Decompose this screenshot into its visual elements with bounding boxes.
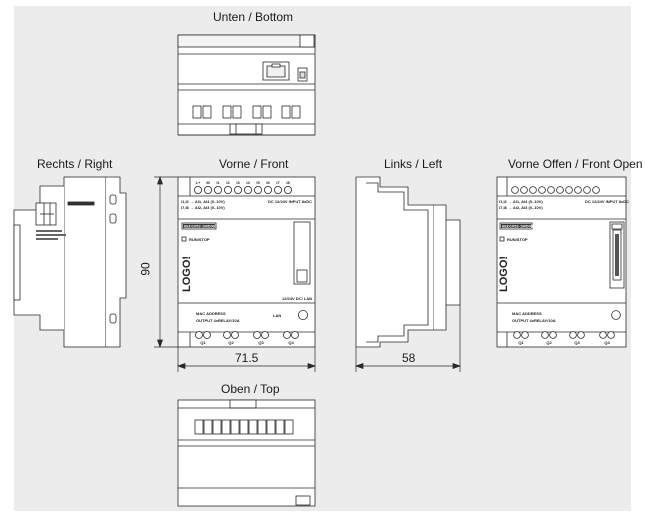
view-title-right: Rechts / Right <box>37 157 113 171</box>
front-terminal-label-i2: I2 <box>226 180 230 185</box>
open-input-terminals <box>511 186 600 194</box>
top-terminals <box>194 419 294 435</box>
open-output-spec: OUTPUT 4xRELAY/10A <box>512 318 556 323</box>
open-output-label-q4: Q4 <box>604 340 610 345</box>
open-output-label-q3: Q3 <box>574 340 580 345</box>
view-title-top: Oben / Top <box>221 382 280 396</box>
bottom-terminals <box>192 105 301 119</box>
output-label-q4: Q4 <box>288 340 294 345</box>
logo-front: LOGO! <box>181 256 193 292</box>
open-mode-label: RUN/STOP <box>507 237 528 242</box>
open-input-spec-1: I1,I2 → AI1, AI4 (0..10V) <box>499 199 543 204</box>
input-spec-1: I1,I2 → AI1, AI4 (0..10V) <box>181 199 225 204</box>
front-terminal-label-i3: I3 <box>236 180 240 185</box>
front-terminal-label-i5: I5 <box>256 180 260 185</box>
open-model-code: 6ED1052-1MD08 <box>502 224 534 229</box>
front-terminal-label-i6: I6 <box>266 180 270 185</box>
open-input-spec-2: I7,I8 → AI2, AI3 (0..10V) <box>499 205 543 210</box>
front-terminal-label-m: M <box>206 180 210 185</box>
ethernet-port-icon <box>262 61 290 81</box>
logo-front-open: LOGO! <box>498 256 510 292</box>
mode-label: RUN/STOP <box>189 237 210 242</box>
output-label-q1: Q1 <box>200 340 206 345</box>
front-terminal-label-i4: I4 <box>246 180 250 185</box>
output-label-q3: Q3 <box>258 340 264 345</box>
front-terminal-label-i1: I1 <box>216 180 220 185</box>
open-output-label-q2: Q2 <box>546 340 552 345</box>
dimension-height: 90 <box>138 262 153 276</box>
view-title-bottom: Unten / Bottom <box>213 10 294 24</box>
output-label-q2: Q2 <box>228 340 234 345</box>
ethernet-label: LAN <box>273 313 281 318</box>
panel-right-label: 12/24V DC/ LAN <box>282 296 312 301</box>
view-title-front: Vorne / Front <box>219 157 289 171</box>
front-open-view: LOGO! <box>496 176 627 348</box>
model-code: 6ED1052-1MD08 <box>184 224 216 229</box>
front-terminal-label-i8: I8 <box>286 180 290 185</box>
top-view <box>177 399 316 507</box>
front-terminal-label-lplus: L+ <box>196 180 201 185</box>
output-spec: OUTPUT 4xRELAY/10A <box>196 318 240 323</box>
open-output-label-q1: Q1 <box>518 340 524 345</box>
front-terminal-label-i7: I7 <box>276 180 280 185</box>
dimension-lines <box>154 175 462 372</box>
front-view: LOGO! <box>177 176 316 348</box>
view-title-left: Links / Left <box>384 157 443 171</box>
dimension-front-width: 71.5 <box>235 351 259 365</box>
left-view <box>355 176 461 348</box>
open-mac-address-label: MAC ADDRESS <box>512 311 542 316</box>
dimension-depth: 58 <box>402 351 416 365</box>
open-output-terminals <box>513 331 615 339</box>
open-supply-spec: DC 12/24V INPUT 8xDC <box>585 199 629 204</box>
view-title-front-open: Vorne Offen / Front Open <box>508 157 643 171</box>
front-input-terminals <box>193 185 292 194</box>
front-output-terminals <box>195 331 299 339</box>
right-view <box>13 176 127 348</box>
mac-address-label: MAC ADDRESS <box>196 311 226 316</box>
input-spec-2: I7,I8 → AI2, AI3 (0..10V) <box>181 205 225 210</box>
bottom-view <box>177 34 316 136</box>
supply-spec: DC 12/24V INPUT 8xDC <box>268 199 312 204</box>
